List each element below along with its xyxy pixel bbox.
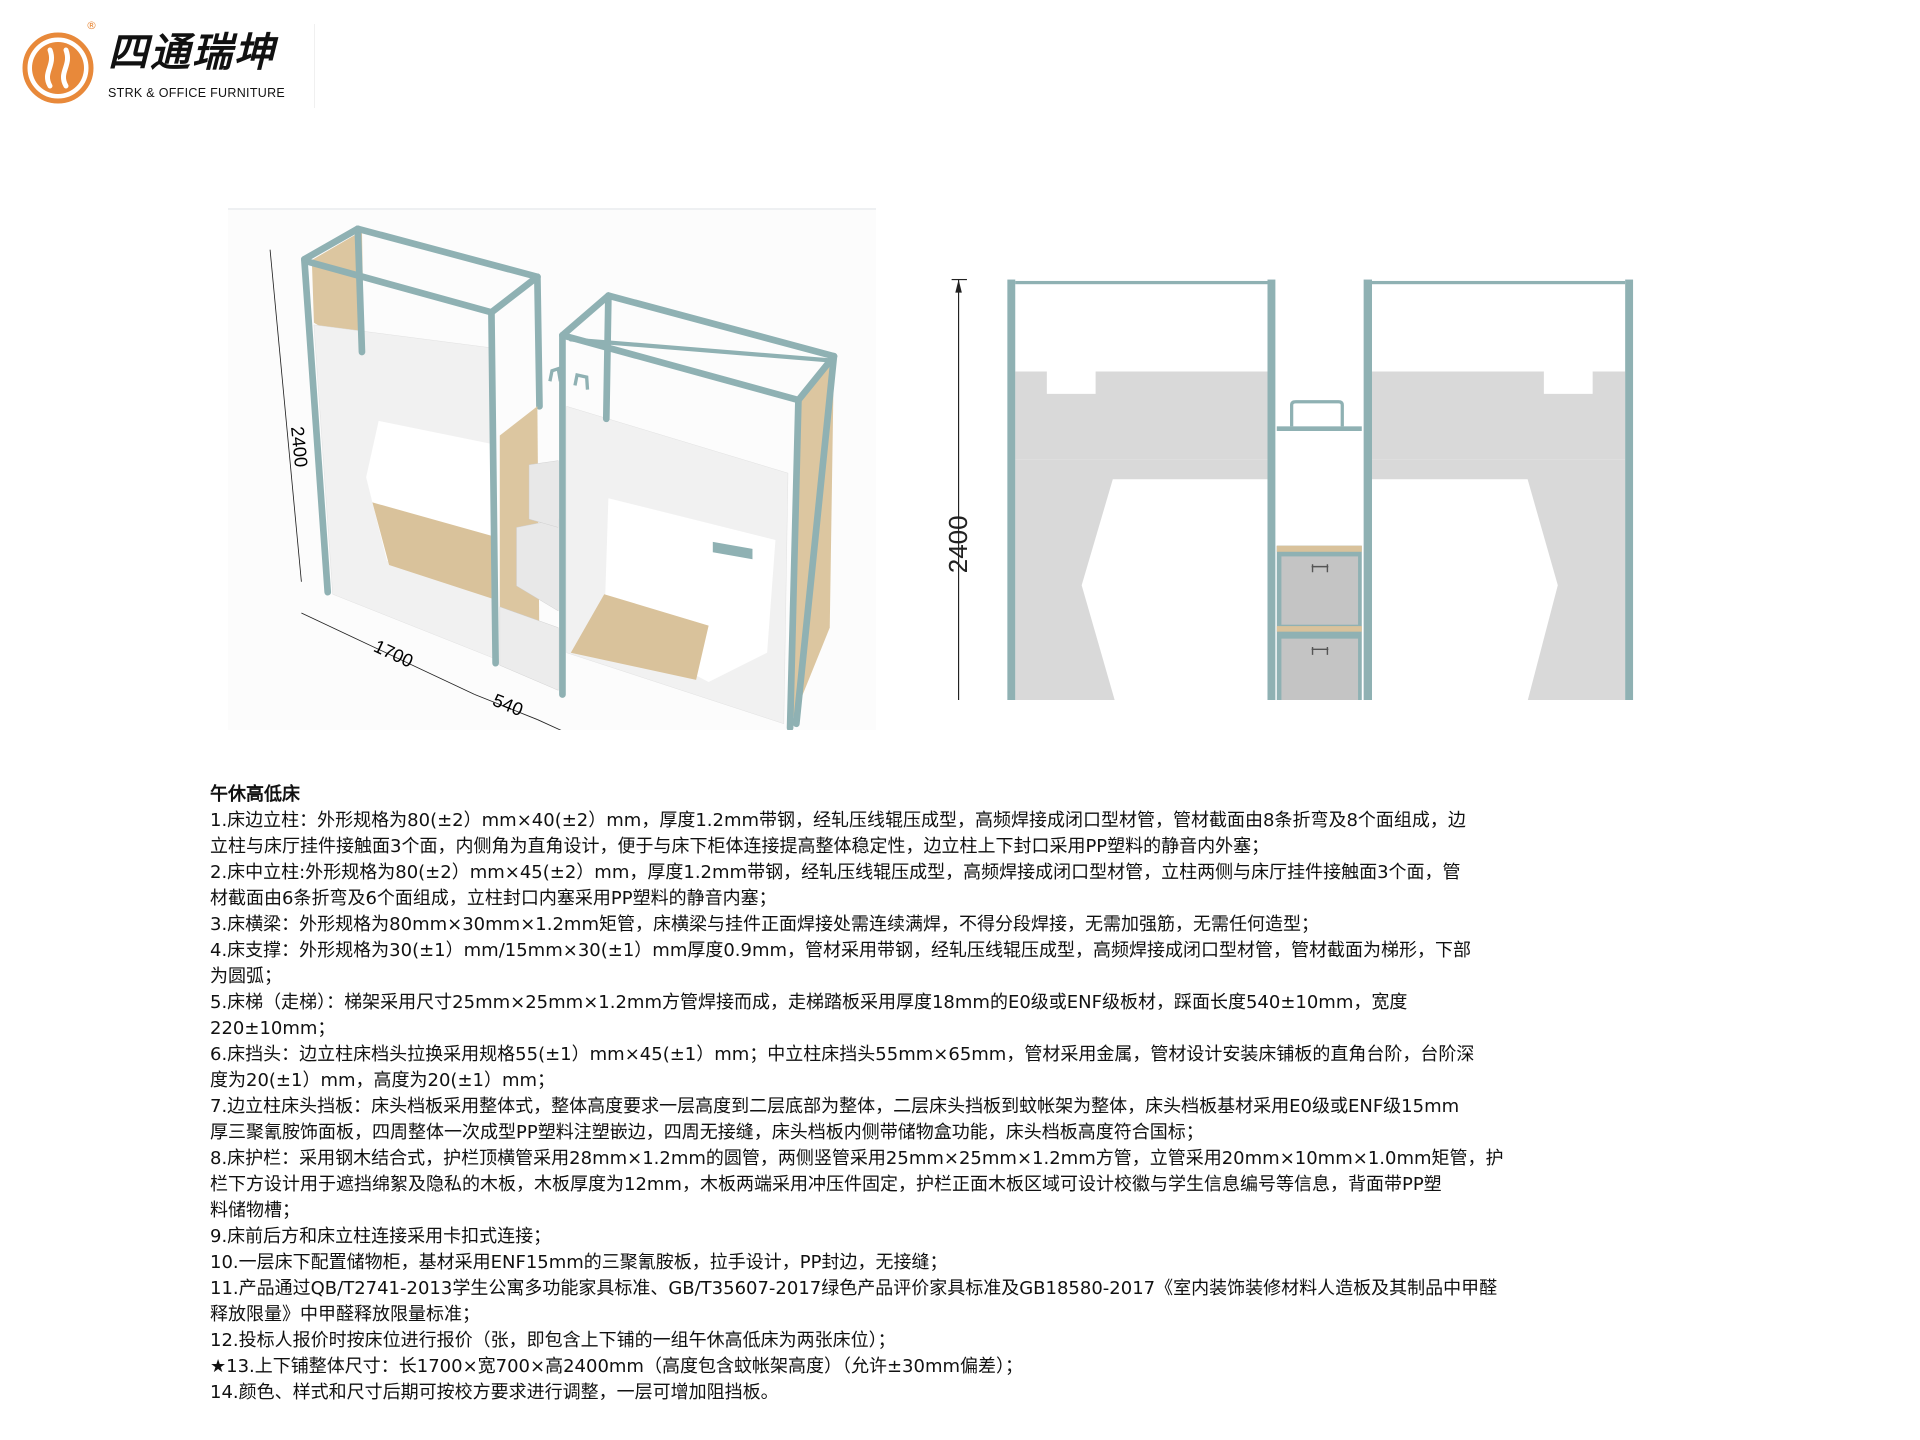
iso-dim-height: 2400 [287, 425, 312, 468]
specification-text: 午休高低床 1.床边立柱：外形规格为80(±2）mm×40(±2）mm，厚度1.… [210, 782, 1710, 1406]
left-wood-headboard [311, 230, 365, 353]
spec-line: 4.床支撑：外形规格为30(±1）mm/15mm×30(±1）mm厚度0.9mm… [210, 940, 1472, 961]
spec-line: 度为20(±1）mm，高度为20(±1）mm； [210, 1070, 556, 1091]
left-upper-panel [1015, 371, 1268, 460]
iso-dim-stair: 540 [490, 689, 526, 720]
spec-line: 释放限量》中甲醛释放限量标准； [210, 1304, 480, 1325]
company-logo: ® 四通瑞坤 STRK & OFFICE FURNITURE [20, 20, 315, 108]
spec-line: 3.床横梁：外形规格为80mm×30mm×1.2mm矩管，床横梁与挂件正面焊接处… [210, 914, 1319, 935]
iso-dim-length-left: 1700 [371, 635, 417, 671]
spec-line: 12.投标人报价时按床位进行报价（张，即包含上下铺的一组午休高低床为两张床位）； [210, 1330, 896, 1351]
spec-line: 14.颜色、样式和尺寸后期可按校方要求进行调整，一层可增加阻挡板。 [210, 1382, 779, 1403]
right-bed-opening [1372, 479, 1558, 710]
spec-line: 栏下方设计用于遮挡绵絮及隐私的木板，木板厚度为12mm，木板两端采用冲压件固定，… [210, 1174, 1442, 1195]
stair-cabinet [1276, 545, 1362, 797]
spec-line: 2.床中立柱:外形规格为80(±2）mm×45(±2）mm，厚度1.2mm带钢，… [210, 862, 1461, 883]
spec-line: 料储物槽； [210, 1200, 300, 1221]
spec-line: 厚三聚氰胺饰面板，四周整体一次成型PP塑料注塑嵌边，四周无接缝，床头档板内侧带储… [210, 1122, 1204, 1143]
front-elevation-drawing: 2400 1700 540 1700 [940, 260, 1660, 853]
spec-line: 6.床挡头：边立柱床档头拉换采用规格55(±1）mm×45(±1）mm；中立柱床… [210, 1044, 1475, 1065]
ladder-handle [548, 366, 590, 390]
front-elevation-svg: 2400 1700 540 1700 [943, 278, 1634, 853]
left-wood-bed [372, 502, 492, 599]
right-wood-bed [570, 594, 709, 680]
spec-line: 7.边立柱床头挡板：床头档板采用整体式，整体高度要求一层高度到二层底部为整体，二… [210, 1096, 1460, 1117]
spec-title: 午休高低床 [210, 784, 300, 805]
spec-line: 11.产品通过QB/T2741-2013学生公寓多功能家具标准、GB/T3560… [210, 1278, 1498, 1299]
isometric-bed-render: 2400 1700 540 1700 700 [228, 208, 876, 817]
spec-line: 10.一层床下配置储物柜，基材采用ENF15mm的三聚氰胺板，拉手设计，PP封边… [210, 1252, 948, 1273]
right-frame [559, 292, 838, 732]
stair-step-2 [528, 460, 559, 528]
spec-line: 为圆弧； [210, 966, 282, 987]
ladder-handle [1290, 400, 1344, 427]
registered-mark: ® [86, 19, 97, 32]
spec-line: 9.床前后方和床立柱连接采用卡扣式连接； [210, 1226, 552, 1247]
logo-emblem-icon [22, 32, 94, 104]
spec-line: ★13.上下铺整体尺寸：长1700×宽700×高2400mm（高度包含蚊帐架高度… [210, 1356, 1024, 1377]
front-dim-height: 2400 [943, 515, 973, 573]
guard-slot [712, 541, 753, 560]
spec-line: 220±10mm； [210, 1018, 336, 1039]
brand-name-cn: 四通瑞坤 [108, 30, 276, 76]
stair-cabinet [499, 606, 559, 691]
isometric-drawing: 2400 1700 540 1700 700 [269, 225, 838, 817]
spec-line: 5.床梯（走梯）：梯架采用尺寸25mm×25mm×1.2mm方管焊接而成，走梯踏… [210, 992, 1408, 1013]
spec-line: 1.床边立柱：外形规格为80(±2）mm×40(±2）mm，厚度1.2mm带钢，… [210, 810, 1466, 831]
spec-line: 8.床护栏：采用钢木结合式，护栏顶横管采用28mm×1.2mm的圆管，两侧竖管采… [210, 1148, 1504, 1169]
brand-name-en: STRK & OFFICE FURNITURE [108, 86, 286, 100]
right-upper-panel [1372, 371, 1626, 460]
spec-line: 立柱与床厅挂件接触面3个面，内侧角为直角设计，便于与床下柜体连接提高整体稳定性，… [210, 836, 1270, 857]
left-frame [300, 225, 543, 667]
ladder-bar [1276, 426, 1362, 431]
left-bed-opening [1081, 479, 1268, 710]
front-frame [1007, 279, 1634, 806]
spec-line: 材截面由6条折弯及6个面组成，立柱封口内塞采用PP塑料的静音内塞； [210, 888, 777, 909]
